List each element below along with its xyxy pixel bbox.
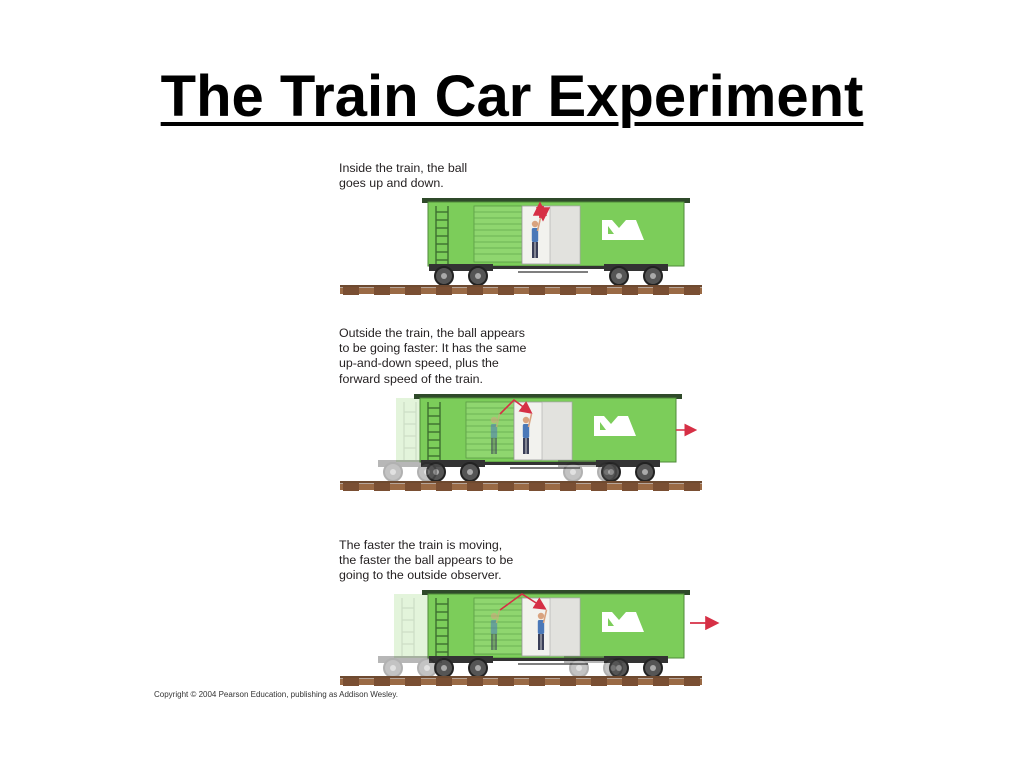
slide-title: The Train Car Experiment bbox=[160, 64, 864, 129]
caption-panel-1: Inside the train, the ball goes up and d… bbox=[339, 161, 468, 191]
caption-panel-2: Outside the train, the ball appears to b… bbox=[339, 326, 527, 386]
caption-panel-3: The faster the train is moving, the fast… bbox=[339, 538, 514, 583]
copyright-notice: Copyright © 2004 Pearson Education, publ… bbox=[154, 690, 398, 699]
panel-1-train bbox=[340, 197, 702, 295]
ball-path-icon bbox=[499, 398, 533, 415]
ball-path-icon bbox=[499, 593, 547, 611]
panel-3-train bbox=[340, 589, 720, 686]
panel-2-train bbox=[340, 393, 702, 491]
ball-path-icon bbox=[532, 201, 551, 222]
